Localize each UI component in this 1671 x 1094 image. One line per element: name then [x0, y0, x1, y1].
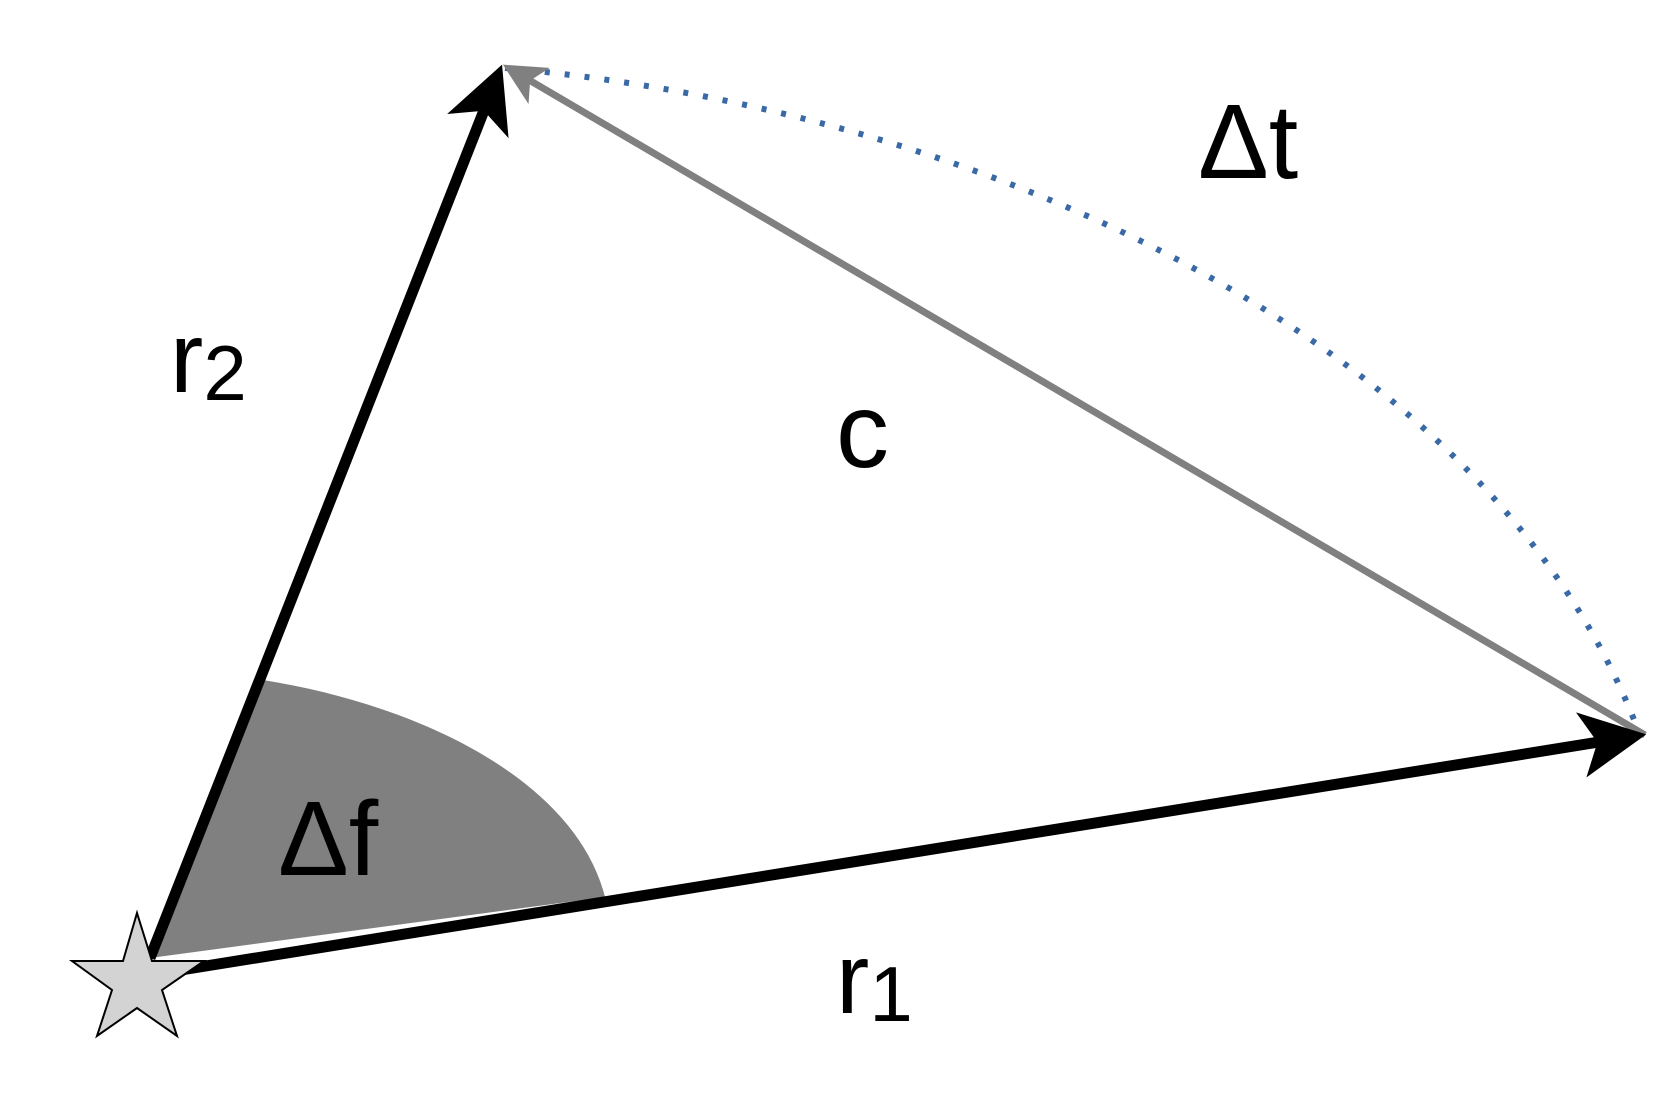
angle-sector [150, 680, 605, 958]
angle-label: Δf [278, 780, 379, 898]
r1-vector [149, 712, 1647, 981]
chord-label: c [836, 372, 889, 490]
chord-vector [502, 64, 1647, 739]
star-icon [68, 909, 208, 1039]
r2-vector [144, 64, 509, 961]
time-label: Δt [1198, 83, 1298, 201]
r1-label: r1 [836, 923, 913, 1038]
r2-label: r2 [170, 302, 247, 417]
transfer-arc [504, 65, 1641, 732]
